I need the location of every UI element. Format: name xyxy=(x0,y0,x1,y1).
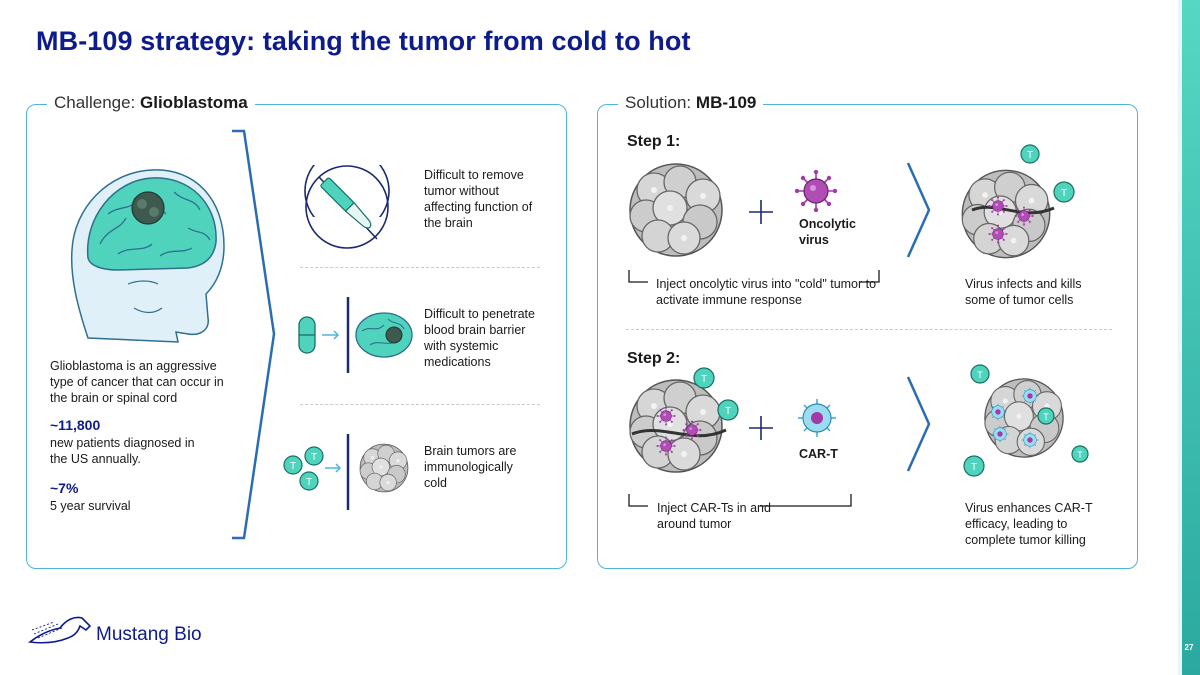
company-logo-text: Mustang Bio xyxy=(96,624,202,645)
divider xyxy=(300,267,540,268)
solution-heading: Solution: MB-109 xyxy=(618,93,764,113)
side-accent-bar xyxy=(1178,0,1200,675)
item-barrier-text: Difficult to penetrate blood brain barri… xyxy=(424,307,535,369)
tcell-label: T xyxy=(1027,150,1033,161)
solution-heading-prefix: Solution: xyxy=(625,93,692,112)
item-cold-text: Brain tumors are immunologically cold xyxy=(424,444,517,490)
pill-to-brain-icon xyxy=(298,297,413,373)
cold-tumor-icon xyxy=(629,163,723,257)
no-scalpel-icon xyxy=(304,165,390,217)
plus-icon xyxy=(749,200,773,224)
step-divider xyxy=(626,329,1112,330)
challenge-heading-prefix: Challenge: xyxy=(54,93,136,112)
step2-label: Step 2: xyxy=(627,350,681,367)
tcell-label: T xyxy=(725,406,731,417)
tcell-label: T xyxy=(306,477,312,488)
tcells-to-tumor-icon: T T T xyxy=(283,434,409,510)
step1-caption: Inject oncolytic virus into "cold" tumor… xyxy=(656,277,877,307)
tcell-label: T xyxy=(1077,450,1083,460)
infected-tumor-icon: T T xyxy=(961,144,1075,259)
solution-heading-bold: MB-109 xyxy=(695,93,757,112)
tcell-label: T xyxy=(290,461,296,472)
tcell-label: T xyxy=(311,452,317,463)
infected-tumor-with-tcells-icon: T T xyxy=(629,367,739,473)
challenge-heading: Challenge: Glioblastoma xyxy=(47,93,255,113)
car-t-label: CAR-T xyxy=(799,447,838,461)
plus-icon xyxy=(749,416,773,440)
step1-label: Step 1: xyxy=(627,133,681,150)
page-number: 27 xyxy=(1184,643,1194,652)
step2-caption-bracket xyxy=(628,494,852,507)
step1-caption-bracket xyxy=(628,270,880,283)
item-remove-text: Difficult to remove tumor without affect… xyxy=(424,168,533,230)
stat-survival-text: 5 year survival xyxy=(50,499,131,513)
tcell-label: T xyxy=(1061,188,1067,199)
solution-panel: Solution: MB-109 xyxy=(597,93,1138,569)
step2-result: Virus enhances CAR-T efficacy, leading t… xyxy=(965,501,1093,547)
step2-caption: Inject CAR-Ts in and around tumor xyxy=(657,501,771,531)
mustang-horse-logo xyxy=(28,616,92,644)
glioblastoma-description: Glioblastoma is an aggressive type of ca… xyxy=(50,359,224,405)
tcell-label: T xyxy=(971,462,977,473)
stat-new-patients-value: ~11,800 xyxy=(50,417,101,433)
brain-head-illustration xyxy=(70,169,225,343)
destroyed-tumor-icon: T T T T xyxy=(963,364,1089,477)
car-t-icon xyxy=(797,398,837,438)
oncolytic-virus-label: Oncolytic virus xyxy=(799,217,856,247)
step2-chevron xyxy=(906,376,931,472)
stat-survival-value: ~7% xyxy=(50,480,79,496)
scalpel-icon xyxy=(305,165,389,249)
step1-chevron xyxy=(906,162,931,258)
oncolytic-virus-icon xyxy=(795,170,837,212)
bracket-chevron xyxy=(232,129,276,540)
stat-new-patients-text: new patients diagnosed in the US annuall… xyxy=(50,436,195,466)
divider xyxy=(300,404,540,405)
tcell-label: T xyxy=(977,370,983,380)
tcell-label: T xyxy=(1043,412,1049,422)
challenge-heading-bold: Glioblastoma xyxy=(140,93,248,112)
tcell-label: T xyxy=(701,374,707,385)
slide-title: MB-109 strategy: taking the tumor from c… xyxy=(36,26,691,56)
challenge-panel: Challenge: Glioblastoma xyxy=(26,93,567,569)
step1-result: Virus infects and kills some of tumor ce… xyxy=(965,277,1082,307)
